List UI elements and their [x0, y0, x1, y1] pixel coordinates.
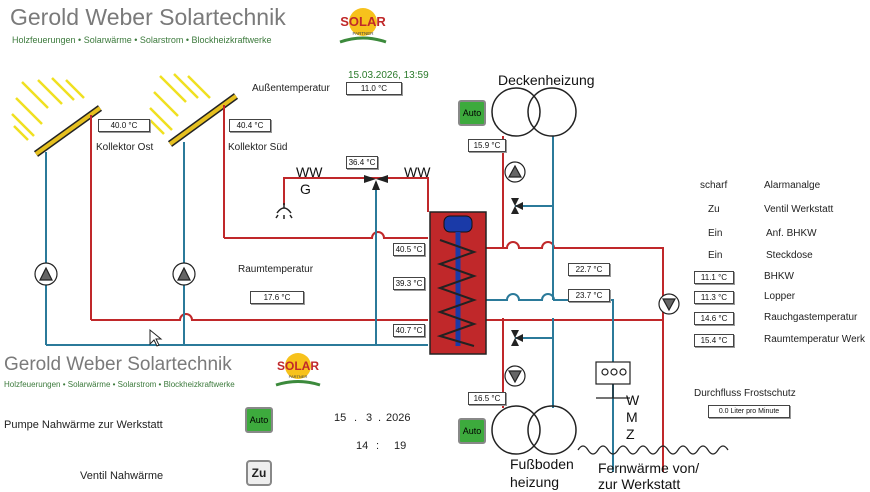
tagline: Holzfeuerungen • Solarwärme • Solarstrom… [12, 35, 272, 45]
storage-temp-bottom: 40.7 °C [393, 324, 425, 337]
sensor-value-0: 11.1 °C [694, 271, 734, 284]
workshop-solar-logo: SOLAR PARTNER [268, 350, 328, 390]
collector-east-temp: 40.0 °C [98, 119, 150, 132]
status-state-3: Ein [708, 250, 723, 261]
heat-exchanger-icon [491, 87, 577, 455]
cursor-icon [149, 328, 163, 347]
datetime: 15.03.2026, 13:59 [348, 70, 429, 81]
fussboden-temp: 16.5 °C [468, 392, 506, 405]
wmz-w: W [626, 392, 640, 408]
room-temp-value: 17.6 °C [250, 291, 304, 304]
date-dot-1: . [354, 412, 358, 424]
logo-sub: PARTNER [352, 31, 374, 36]
workshop-tagline: Holzfeuerungen • Solarwärme • Solarstrom… [4, 380, 235, 389]
fussboden-label-2: heizung [510, 474, 560, 490]
shower-icon [275, 203, 293, 219]
valve-zu-button[interactable]: Zu [246, 460, 272, 486]
room-temp-label: Raumtemperatur [238, 264, 314, 275]
collector-south-label: Kollektor Süd [228, 142, 288, 153]
heat-meter-icon [595, 361, 631, 399]
valve-label: Ventil Nahwärme [80, 470, 164, 482]
status-state-2: Ein [708, 228, 723, 239]
solar-partner-logo: SOLAR PARTNER [330, 4, 396, 48]
fernwaerme-label-1: Fernwärme von/ [598, 460, 700, 476]
ww-temp: 36.4 °C [346, 156, 378, 169]
fussboden-label-1: Fußboden [510, 456, 574, 472]
time-colon: : [376, 440, 380, 452]
storage-tank-icon [429, 211, 487, 355]
status-name-2: Anf. BHKW [766, 228, 817, 239]
deckenheizung-label: Deckenheizung [498, 72, 595, 88]
date-month: 3 [366, 412, 373, 424]
ww-g-label: G [300, 181, 311, 197]
collector-south-icon [167, 93, 239, 147]
fussboden-auto-button[interactable]: Auto [458, 418, 486, 444]
sensor-value-3: 15.4 °C [694, 334, 734, 347]
storage-temp-mid: 39.3 °C [393, 277, 425, 290]
wmz-z: Z [626, 426, 635, 442]
date-day: 15 [334, 412, 347, 424]
date-dot-2: . [378, 412, 382, 424]
outdoor-label: Außentemperatur [252, 83, 330, 94]
deckenheizung-temp: 15.9 °C [468, 139, 506, 152]
status-name-1: Ventil Werkstatt [764, 204, 834, 215]
collector-south-temp: 40.4 °C [229, 119, 271, 132]
sun-rays-icon [11, 73, 211, 141]
workshop-header: Gerold Weber Solartechnik Holzfeuerungen… [4, 354, 264, 390]
workshop-logo-sub: PARTNER [289, 374, 308, 379]
workshop-logo-text: SOLAR [277, 359, 319, 373]
cold-pipes [45, 136, 614, 472]
flow-temp-b: 23.7 °C [568, 289, 610, 302]
status-state-0: scharf [700, 180, 728, 191]
collector-east-icon [33, 105, 103, 157]
ww-right-label: WW [404, 164, 431, 180]
sensor-name-0: BHKW [764, 271, 794, 282]
pump-icon [34, 161, 680, 387]
status-state-1: Zu [708, 204, 720, 215]
collector-east-label: Kollektor Ost [96, 142, 154, 153]
sensor-value-1: 11.3 °C [694, 291, 734, 304]
status-name-0: Alarmanalge [764, 180, 821, 191]
pump-label: Pumpe Nahwärme zur Werkstatt [4, 419, 163, 431]
workshop-company-name: Gerold Weber Solartechnik [4, 354, 232, 375]
sensor-value-2: 14.6 °C [694, 312, 734, 325]
date-year: 2026 [386, 412, 411, 424]
frost-label: Durchfluss Frostschutz [694, 388, 796, 399]
pump-auto-button[interactable]: Auto [245, 407, 273, 433]
outdoor-temp: 11.0 °C [346, 82, 402, 95]
sensor-name-2: Rauchgastemperatur [764, 312, 858, 323]
deckenheizung-auto-button[interactable]: Auto [458, 100, 486, 126]
company-name: Gerold Weber Solartechnik [10, 4, 286, 30]
ground-line [577, 445, 729, 455]
ww-left-label: WW [296, 164, 323, 180]
sensor-name-1: Lopper [764, 291, 796, 302]
fernwaerme-label-2: zur Werkstatt [598, 476, 681, 492]
header: Gerold Weber Solartechnik Holzfeuerungen… [10, 4, 310, 50]
mixing-valve-icon [364, 175, 523, 346]
time-hour: 14 [356, 440, 369, 452]
wmz-m: M [626, 409, 638, 425]
flow-temp-a: 22.7 °C [568, 263, 610, 276]
status-name-3: Steckdose [766, 250, 813, 261]
logo-text: SOLAR [340, 14, 386, 29]
sensor-name-3: Raumtemperatur Werk [764, 334, 865, 345]
storage-temp-top: 40.5 °C [393, 243, 425, 256]
time-minute: 19 [394, 440, 407, 452]
frost-value: 0.0 Liter pro Minute [708, 405, 790, 418]
